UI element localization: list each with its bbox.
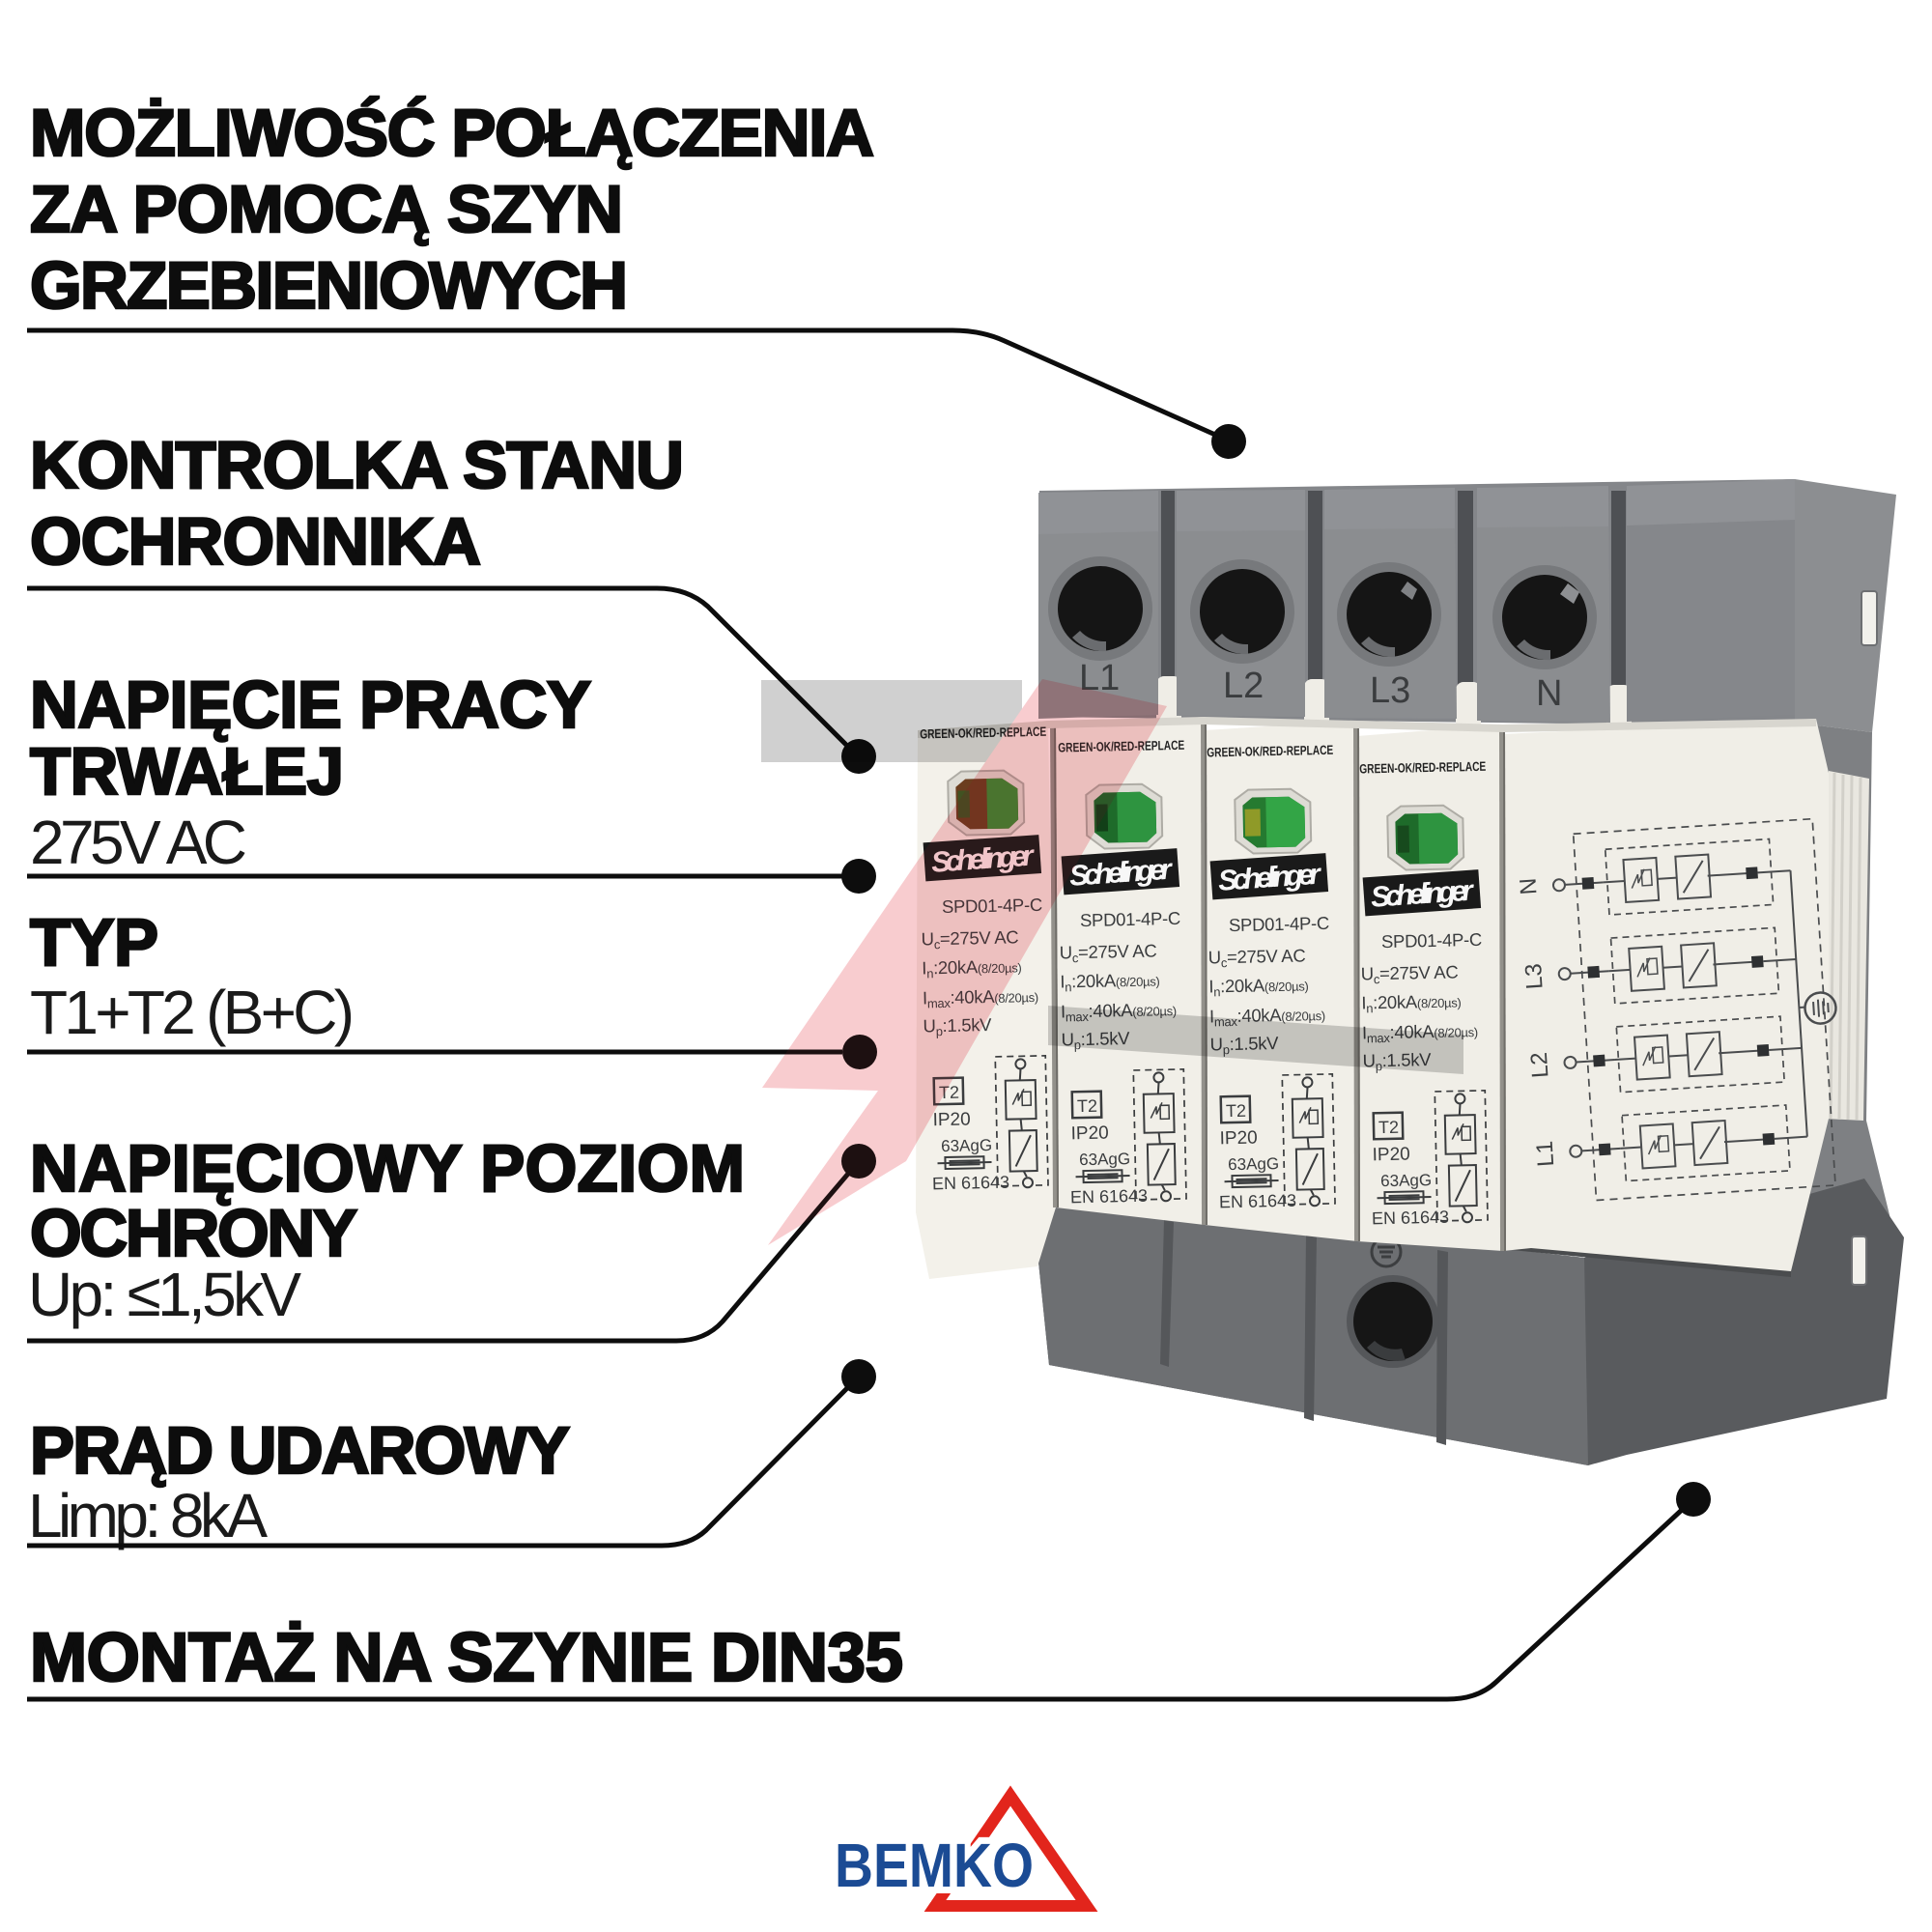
svg-text:TRWAŁEJ: TRWAŁEJ	[30, 734, 344, 809]
svg-text:ZA POMOCĄ SZYN: ZA POMOCĄ SZYN	[30, 172, 623, 246]
svg-text:IP20: IP20	[1219, 1128, 1258, 1150]
svg-text:N: N	[1515, 877, 1542, 895]
svg-text:OCHRONY: OCHRONY	[30, 1196, 357, 1270]
svg-text:T2: T2	[1378, 1118, 1399, 1137]
svg-text:EN 61643: EN 61643	[932, 1173, 1009, 1194]
svg-text:IP20: IP20	[1372, 1145, 1410, 1166]
svg-text:T2: T2	[1226, 1101, 1246, 1121]
svg-text:GREEN-OK/RED-REPLACE: GREEN-OK/RED-REPLACE	[1359, 759, 1486, 777]
svg-text:BEMKO: BEMKO	[835, 1831, 1034, 1900]
svg-text:63AgG: 63AgG	[1380, 1171, 1432, 1190]
svg-text:Up: ≤1,5kV: Up: ≤1,5kV	[28, 1260, 301, 1329]
svg-text:SPD01-4P-C: SPD01-4P-C	[1080, 908, 1180, 930]
svg-text:T1+T2 (B+C): T1+T2 (B+C)	[30, 978, 355, 1047]
svg-text:L3: L3	[1370, 670, 1410, 711]
svg-text:NAPIĘCIOWY POZIOM: NAPIĘCIOWY POZIOM	[30, 1131, 745, 1206]
svg-text:L3: L3	[1520, 963, 1548, 990]
svg-text:OCHRONNIKA: OCHRONNIKA	[30, 504, 481, 579]
svg-text:275V AC: 275V AC	[30, 808, 247, 877]
svg-text:IP20: IP20	[1070, 1123, 1109, 1145]
svg-text:L2: L2	[1526, 1051, 1554, 1078]
svg-text:63AgG: 63AgG	[1079, 1150, 1130, 1169]
svg-text:63AgG: 63AgG	[1228, 1154, 1279, 1174]
svg-text:N: N	[1536, 673, 1562, 714]
svg-text:EN 61643: EN 61643	[1219, 1191, 1296, 1212]
svg-text:TYP: TYP	[30, 905, 158, 980]
svg-text:Schelinger: Schelinger	[1068, 853, 1175, 892]
svg-text:GREEN-OK/RED-REPLACE: GREEN-OK/RED-REPLACE	[1207, 743, 1333, 760]
svg-text:In:20kA(8/20µs): In:20kA(8/20µs)	[1361, 990, 1462, 1015]
svg-text:Schelinger: Schelinger	[1217, 858, 1323, 896]
svg-text:MOŻLIWOŚĆ POŁĄCZENIA: MOŻLIWOŚĆ POŁĄCZENIA	[30, 96, 874, 170]
svg-text:KONTROLKA STANU: KONTROLKA STANU	[30, 428, 684, 502]
svg-text:Schelinger: Schelinger	[1370, 874, 1476, 913]
svg-text:EN 61643: EN 61643	[1372, 1208, 1449, 1229]
svg-text:T2: T2	[1077, 1096, 1097, 1116]
svg-text:Limp: 8kA: Limp: 8kA	[28, 1481, 268, 1550]
svg-text:PRĄD UDAROWY: PRĄD UDAROWY	[30, 1413, 570, 1488]
svg-text:SPD01-4P-C: SPD01-4P-C	[1229, 913, 1329, 935]
svg-text:NAPIĘCIE PRACY: NAPIĘCIE PRACY	[30, 668, 591, 742]
svg-text:IP20: IP20	[932, 1109, 971, 1130]
svg-text:63AgG: 63AgG	[941, 1136, 992, 1155]
svg-text:EN 61643: EN 61643	[1070, 1186, 1148, 1208]
svg-text:L2: L2	[1223, 666, 1264, 706]
svg-text:SPD01-4P-C: SPD01-4P-C	[1381, 929, 1482, 952]
svg-text:GRZEBIENIOWYCH: GRZEBIENIOWYCH	[30, 248, 628, 323]
svg-text:MONTAŻ NA SZYNIE DIN35: MONTAŻ NA SZYNIE DIN35	[30, 1620, 903, 1696]
svg-text:L1: L1	[1532, 1140, 1560, 1167]
